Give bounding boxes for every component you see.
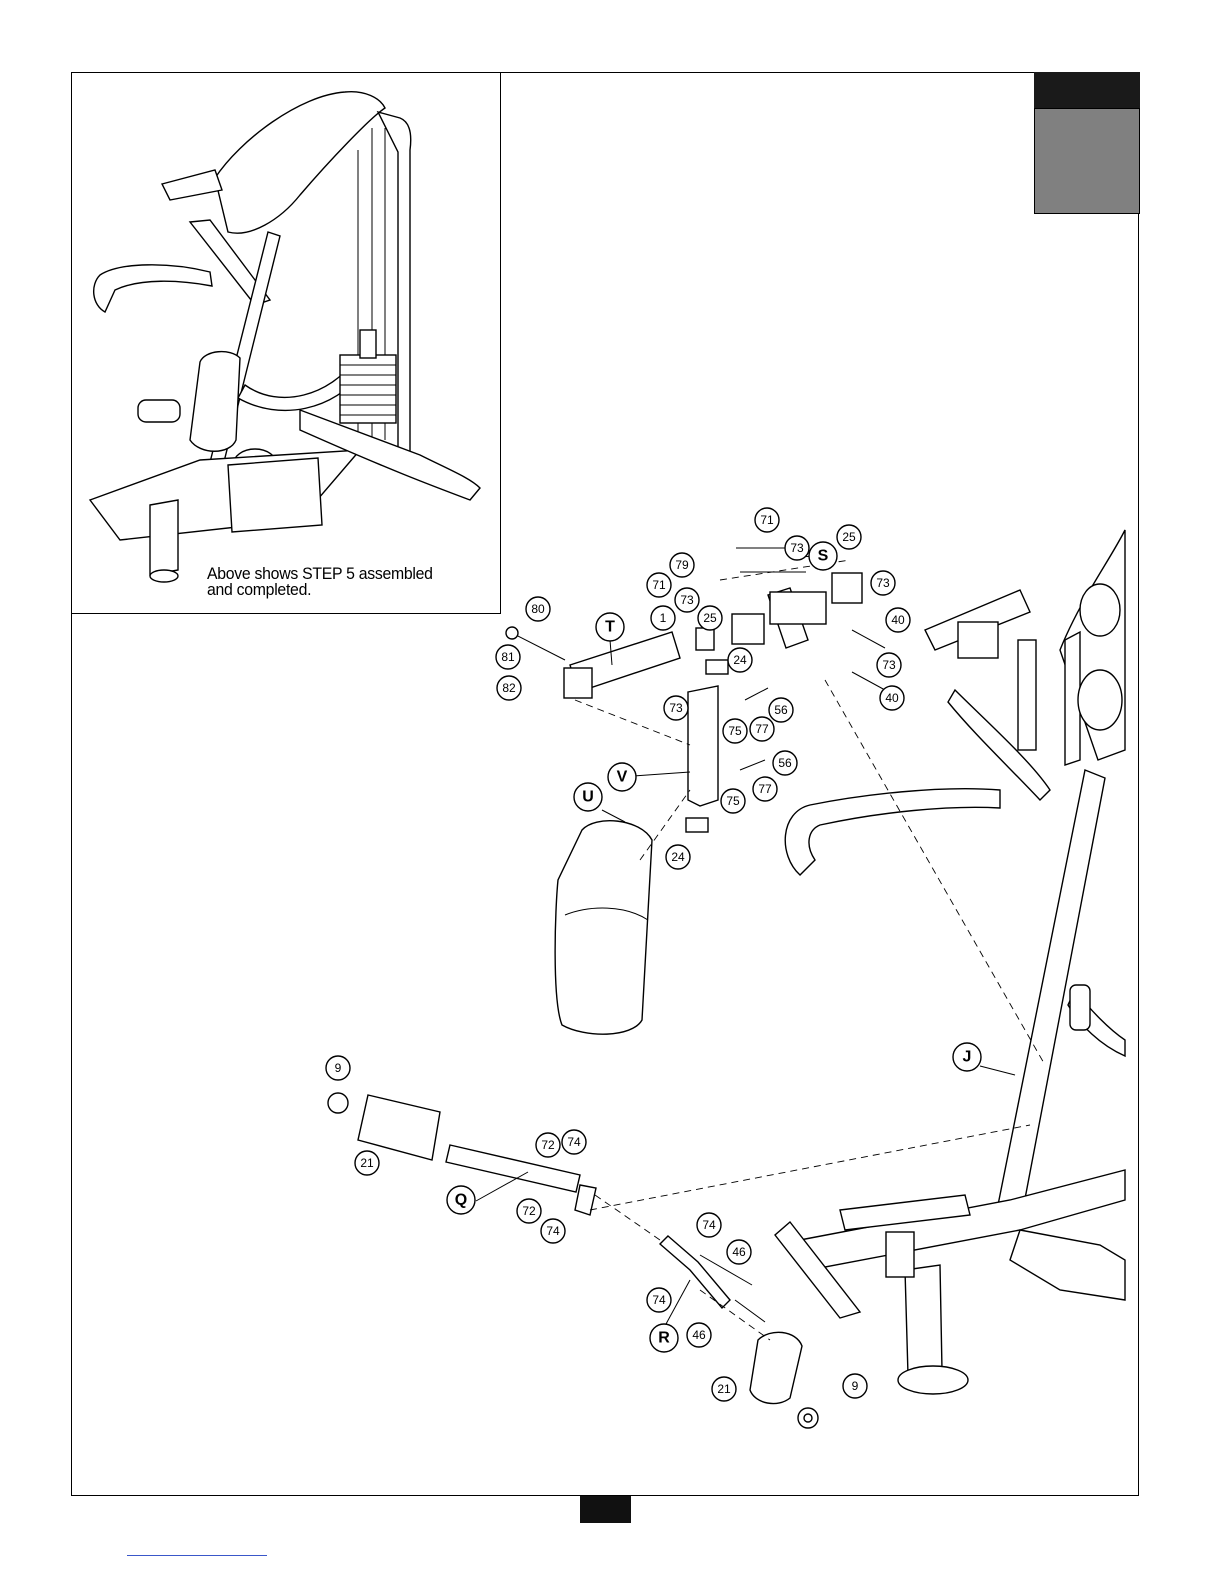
svg-text:21: 21 bbox=[717, 1382, 731, 1396]
svg-text:40: 40 bbox=[891, 613, 905, 627]
callout-73: 73 bbox=[785, 536, 809, 560]
svg-text:J: J bbox=[963, 1049, 972, 1066]
svg-text:77: 77 bbox=[758, 782, 772, 796]
callout-24: 24 bbox=[728, 648, 752, 672]
svg-text:46: 46 bbox=[732, 1245, 746, 1259]
svg-text:73: 73 bbox=[669, 701, 683, 715]
exploded-parts bbox=[328, 573, 885, 1428]
callout-71: 71 bbox=[647, 573, 671, 597]
svg-text:25: 25 bbox=[703, 611, 717, 625]
svg-text:74: 74 bbox=[702, 1218, 716, 1232]
svg-text:82: 82 bbox=[502, 681, 516, 695]
callout-21: 21 bbox=[355, 1151, 379, 1175]
svg-text:75: 75 bbox=[728, 724, 742, 738]
callout-81: 81 bbox=[496, 645, 520, 669]
callout-74: 74 bbox=[647, 1288, 671, 1312]
svg-text:71: 71 bbox=[652, 578, 666, 592]
callout-75: 75 bbox=[721, 789, 745, 813]
svg-text:R: R bbox=[658, 1330, 670, 1347]
callout-1: 1 bbox=[651, 606, 675, 630]
inset-machine-drawing bbox=[90, 92, 480, 582]
svg-text:81: 81 bbox=[501, 650, 515, 664]
letter-callout-u: U bbox=[574, 783, 602, 811]
callout-25: 25 bbox=[698, 606, 722, 630]
svg-text:79: 79 bbox=[675, 558, 689, 572]
callout-73: 73 bbox=[877, 653, 901, 677]
callout-21: 21 bbox=[712, 1377, 736, 1401]
callout-73: 73 bbox=[664, 696, 688, 720]
callout-56: 56 bbox=[773, 751, 797, 775]
svg-text:1: 1 bbox=[660, 611, 667, 625]
svg-text:24: 24 bbox=[671, 850, 685, 864]
callout-9: 9 bbox=[843, 1374, 867, 1398]
callout-73: 73 bbox=[675, 588, 699, 612]
letter-callout-r: R bbox=[650, 1324, 678, 1352]
callout-25: 25 bbox=[837, 525, 861, 549]
svg-text:46: 46 bbox=[692, 1328, 706, 1342]
svg-text:71: 71 bbox=[760, 513, 774, 527]
svg-text:40: 40 bbox=[885, 691, 899, 705]
main-frame-j bbox=[775, 530, 1125, 1394]
callout-72: 72 bbox=[517, 1199, 541, 1223]
callout-75: 75 bbox=[723, 719, 747, 743]
svg-text:U: U bbox=[582, 789, 594, 806]
svg-text:75: 75 bbox=[726, 794, 740, 808]
svg-text:73: 73 bbox=[680, 593, 694, 607]
svg-text:56: 56 bbox=[778, 756, 792, 770]
svg-text:21: 21 bbox=[360, 1156, 374, 1170]
letter-callout-q: Q bbox=[447, 1186, 475, 1214]
callout-74: 74 bbox=[541, 1219, 565, 1243]
svg-text:74: 74 bbox=[652, 1293, 666, 1307]
svg-text:25: 25 bbox=[842, 530, 856, 544]
callout-46: 46 bbox=[687, 1323, 711, 1347]
svg-text:24: 24 bbox=[733, 653, 747, 667]
svg-text:56: 56 bbox=[774, 703, 788, 717]
svg-text:73: 73 bbox=[882, 658, 896, 672]
svg-text:S: S bbox=[818, 548, 829, 565]
callout-46: 46 bbox=[727, 1240, 751, 1264]
callout-74: 74 bbox=[697, 1213, 721, 1237]
callout-79: 79 bbox=[670, 553, 694, 577]
svg-text:80: 80 bbox=[531, 602, 545, 616]
callout-71: 71 bbox=[755, 508, 779, 532]
callout-77: 77 bbox=[750, 717, 774, 741]
svg-text:74: 74 bbox=[546, 1224, 560, 1238]
callout-40: 40 bbox=[880, 686, 904, 710]
letter-callout-t: T bbox=[596, 613, 624, 641]
callout-56: 56 bbox=[769, 698, 793, 722]
callout-72: 72 bbox=[536, 1133, 560, 1157]
svg-text:73: 73 bbox=[790, 541, 804, 555]
svg-text:77: 77 bbox=[755, 722, 769, 736]
callout-73: 73 bbox=[871, 571, 895, 595]
svg-text:V: V bbox=[617, 769, 628, 786]
svg-text:9: 9 bbox=[335, 1061, 342, 1075]
callout-24: 24 bbox=[666, 845, 690, 869]
callout-74: 74 bbox=[562, 1130, 586, 1154]
svg-text:74: 74 bbox=[567, 1135, 581, 1149]
letter-callout-j: J bbox=[953, 1043, 981, 1071]
letter-callout-s: S bbox=[809, 542, 837, 570]
letter-callout-v: V bbox=[608, 763, 636, 791]
callout-82: 82 bbox=[497, 676, 521, 700]
svg-text:72: 72 bbox=[522, 1204, 536, 1218]
svg-text:72: 72 bbox=[541, 1138, 555, 1152]
svg-text:T: T bbox=[605, 619, 615, 636]
svg-text:Q: Q bbox=[455, 1192, 467, 1209]
callout-77: 77 bbox=[753, 777, 777, 801]
callout-80: 80 bbox=[526, 597, 550, 621]
svg-text:9: 9 bbox=[852, 1379, 859, 1393]
callout-9: 9 bbox=[326, 1056, 350, 1080]
svg-text:73: 73 bbox=[876, 576, 890, 590]
callout-40: 40 bbox=[886, 608, 910, 632]
